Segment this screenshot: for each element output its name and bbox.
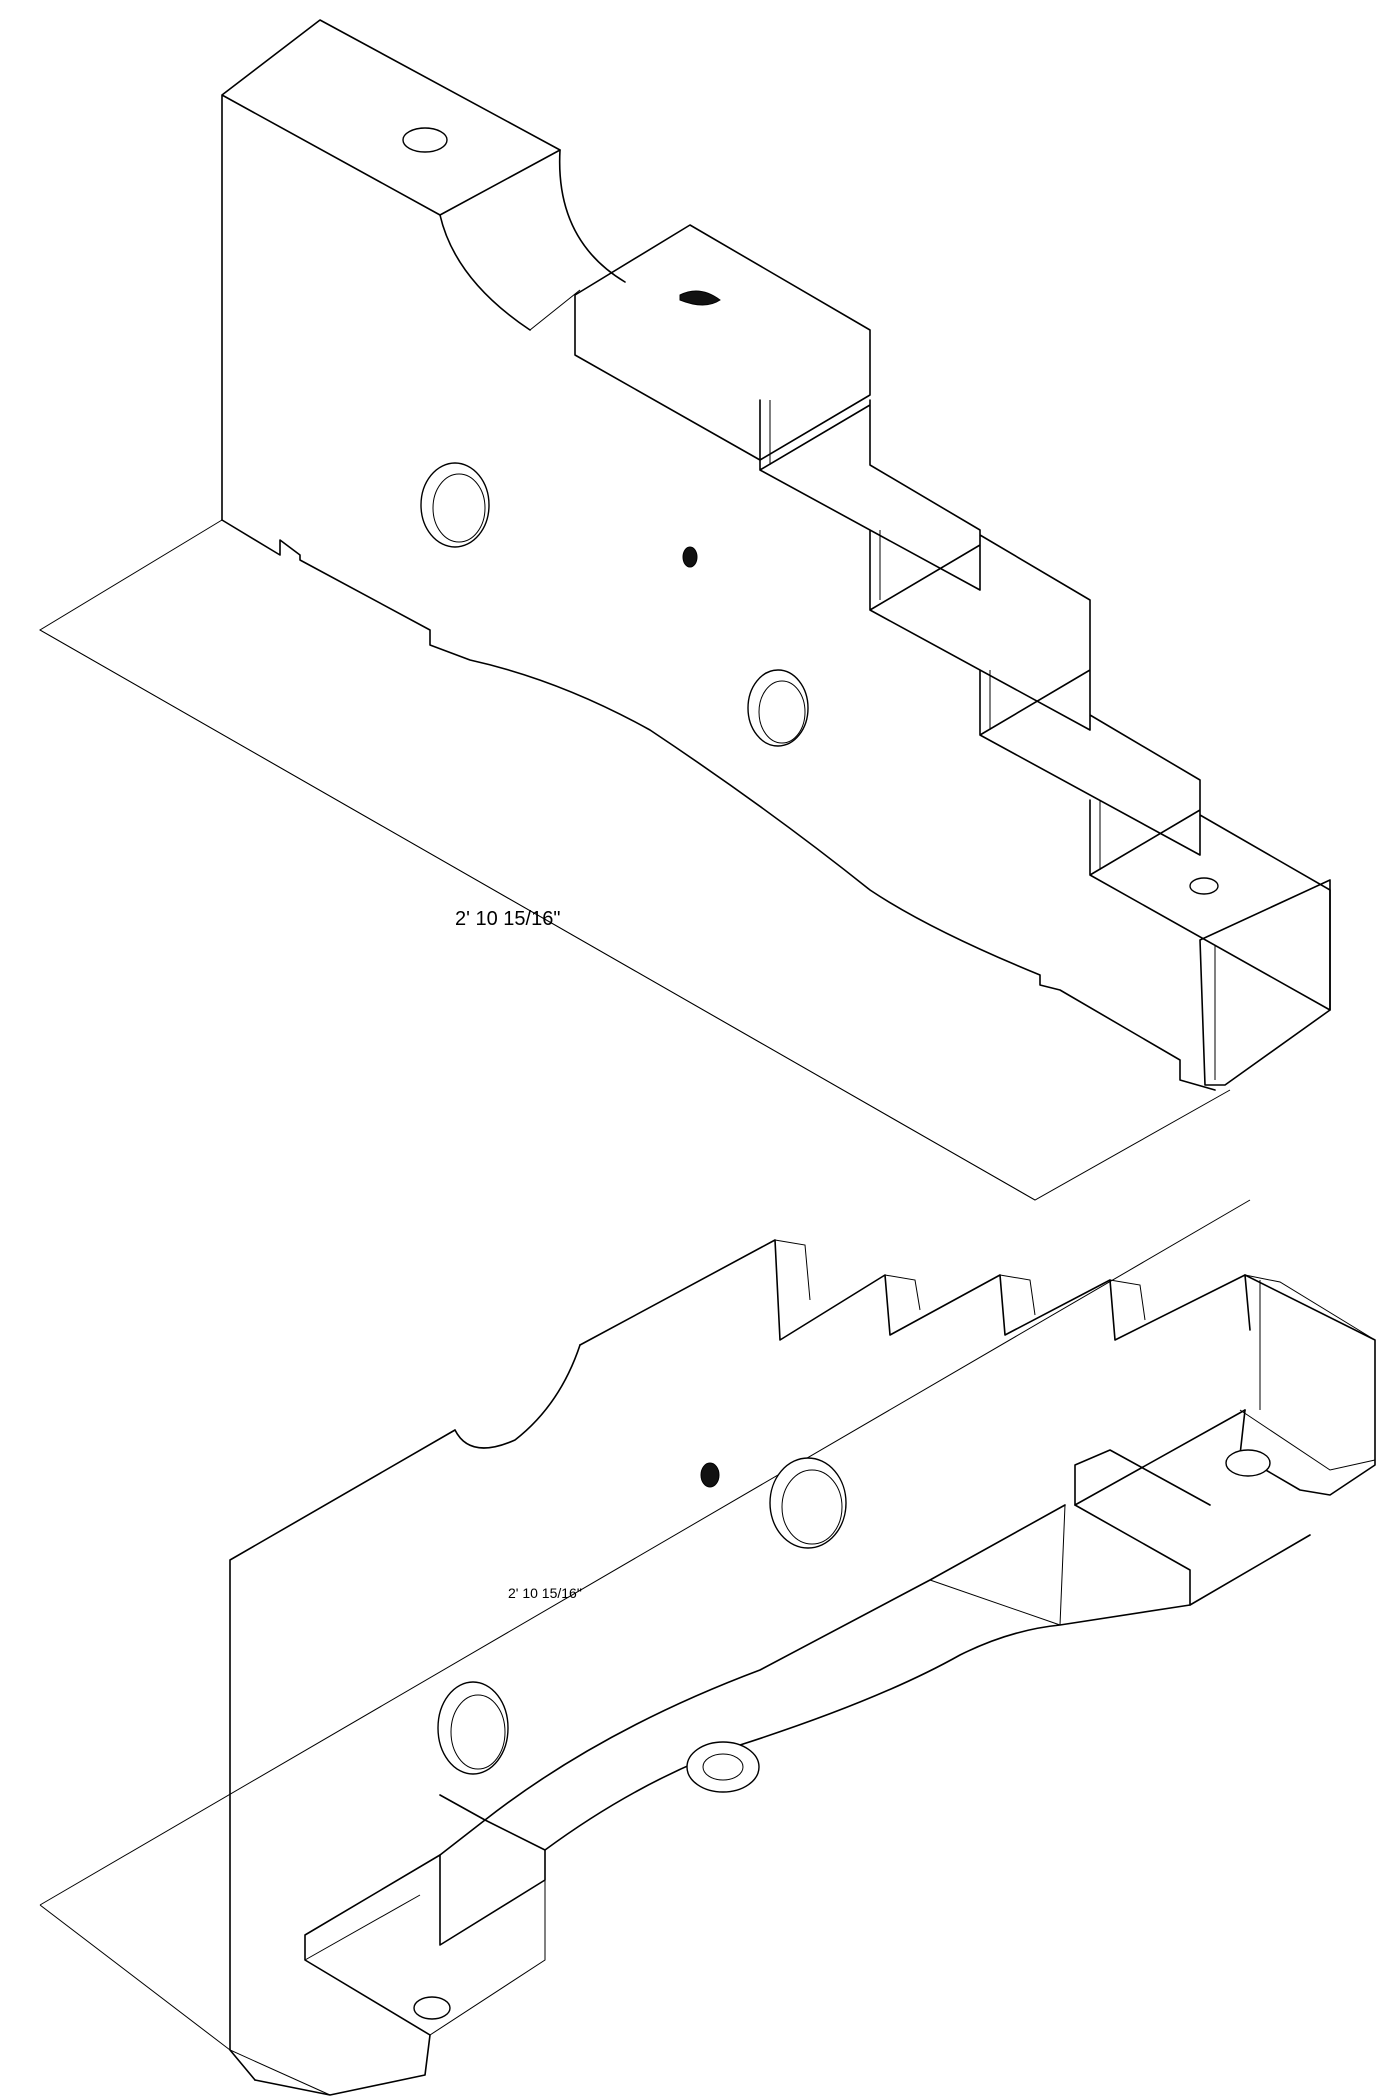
dimension-label-bottom: 2' 10 15/16" — [508, 1585, 582, 1601]
bottom-isometric-view: 2' 10 15/16" — [39, 1199, 1376, 2096]
bottom-small-hole — [700, 1462, 720, 1488]
bottom-through-hole-left — [437, 1681, 509, 1775]
bottom-through-hole-right — [769, 1457, 847, 1549]
counterbore-hole — [686, 1741, 760, 1793]
small-hole — [682, 546, 698, 568]
foot-hole-right — [1225, 1449, 1271, 1477]
top-isometric-view: 2' 10 15/16" — [39, 19, 1331, 1201]
dimension-label-top: 2' 10 15/16" — [455, 908, 560, 930]
foot-hole-left — [413, 1996, 451, 2020]
top-hole-right — [1189, 877, 1219, 895]
through-hole-center — [747, 669, 809, 747]
top-hole-left — [402, 127, 448, 153]
key-slot — [679, 290, 721, 306]
through-hole-left — [420, 462, 490, 548]
